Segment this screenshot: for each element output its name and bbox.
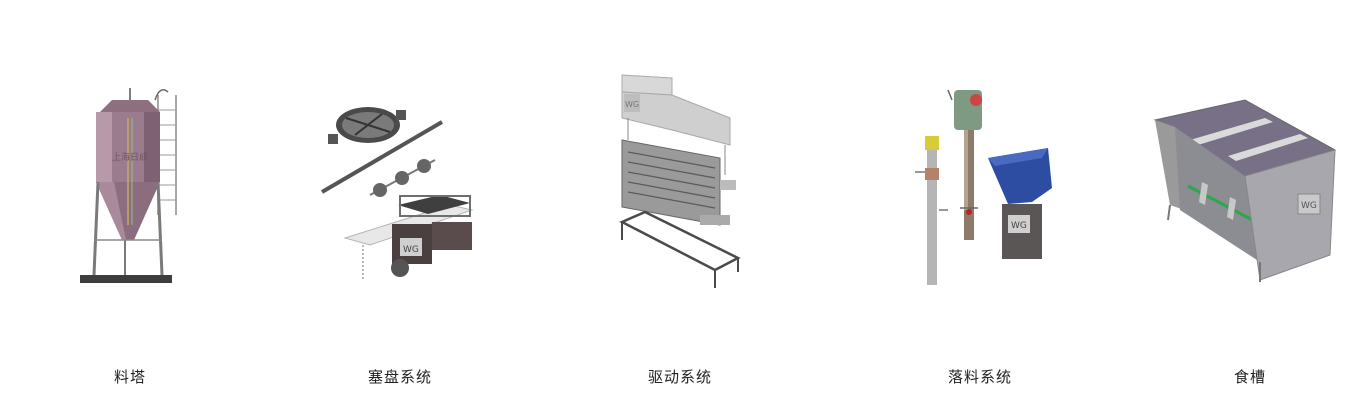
silo-item[interactable]: 上海日成 料塔 [60, 0, 200, 415]
silo-image: 上海日成 [80, 88, 177, 283]
wg-logo: WG [1011, 221, 1027, 231]
trough-image: WG [1153, 99, 1337, 282]
feed-drop-system-item[interactable]: WG 落料系统 [880, 0, 1080, 415]
wg-logo: WG [625, 100, 639, 109]
silo-label: 料塔 [113, 368, 146, 386]
feed-drop-system-label: 落料系统 [947, 368, 1012, 386]
trough-item[interactable]: WG 食槽 [1150, 0, 1350, 415]
wg-logo: WG [403, 245, 419, 255]
disc-system-item[interactable]: WG 塞盘系统 [300, 0, 500, 415]
drive-system-item[interactable]: WG 驱动系统 [580, 0, 780, 415]
drive-system-image: WG [619, 74, 741, 288]
disc-system-image: WG [320, 107, 474, 280]
trough-label: 食槽 [1233, 368, 1266, 386]
drive-system-label: 驱动系统 [647, 368, 712, 386]
wg-logo: WG [1301, 201, 1317, 211]
silo-painted-text: 上海日成 [112, 151, 148, 163]
disc-system-label: 塞盘系统 [367, 368, 432, 386]
feed-drop-system-image: WG [915, 89, 1052, 285]
